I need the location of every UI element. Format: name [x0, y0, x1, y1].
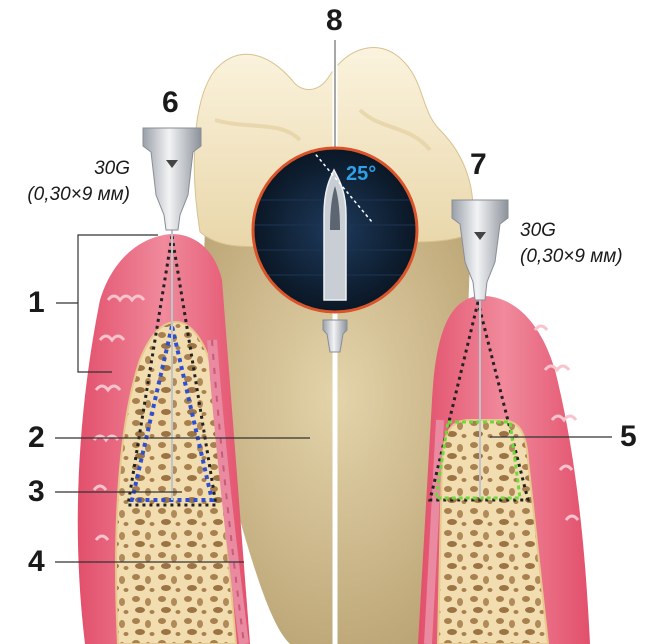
needle-left-spec: 30G (0,30×9 мм) [12, 156, 130, 207]
bevel-angle-label: 25° [346, 163, 376, 186]
label-2: 2 [28, 423, 45, 453]
label-1: 1 [28, 288, 45, 318]
label-5: 5 [620, 422, 637, 452]
needle-right-gauge: 30G [520, 218, 660, 244]
needle-right-spec: 30G (0,30×9 мм) [520, 218, 660, 269]
label-7: 7 [470, 150, 487, 180]
label-4: 4 [28, 547, 45, 577]
right-periodontium [418, 296, 590, 644]
needle-left-gauge: 30G [12, 156, 130, 182]
label-8: 8 [326, 6, 343, 36]
needle-left-size: (0,30×9 мм) [12, 182, 130, 208]
label-6: 6 [162, 88, 179, 118]
needle-right-size: (0,30×9 мм) [520, 244, 660, 270]
label-3: 3 [28, 477, 45, 507]
